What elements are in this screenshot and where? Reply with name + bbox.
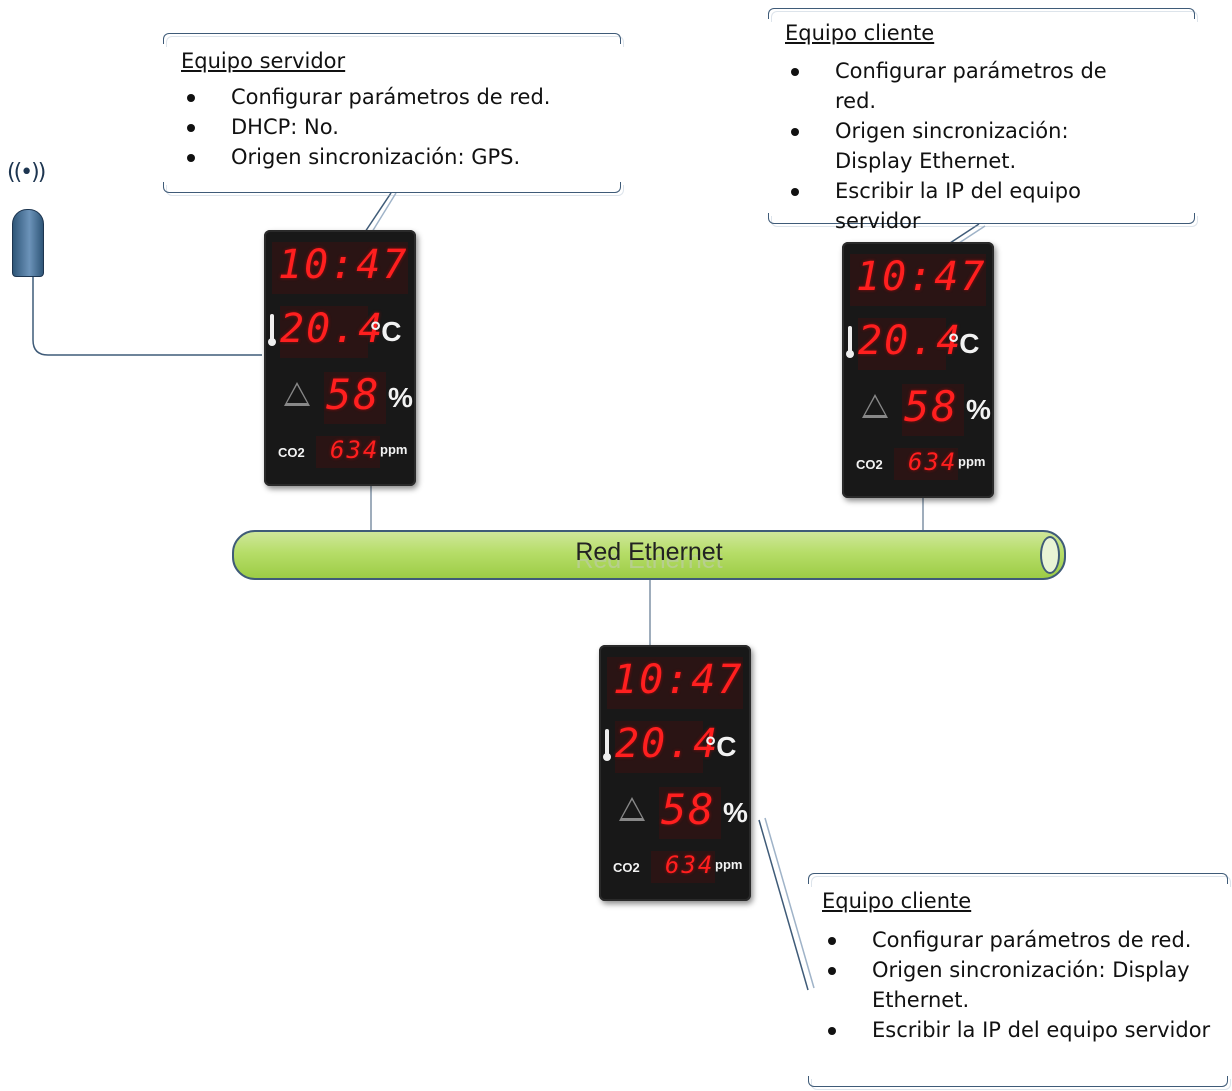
gps-antenna-icon bbox=[12, 209, 44, 277]
thermometer-icon bbox=[846, 326, 854, 358]
network-label: Red Ethernet bbox=[575, 538, 723, 566]
ethernet-network-bus: Red Ethernet Red Ethernet bbox=[232, 530, 1066, 580]
humidity-readout: 58 bbox=[904, 382, 959, 431]
temperature-unit: °C bbox=[948, 328, 980, 359]
time-readout: 10:47 bbox=[278, 242, 409, 288]
co2-unit: ppm bbox=[958, 454, 986, 469]
time-readout: 10:47 bbox=[613, 657, 744, 703]
callout-title: Equipo servidor bbox=[181, 49, 346, 73]
list-item: Configurar parámetros de red. bbox=[181, 82, 611, 112]
callout-title: Equipo cliente bbox=[785, 21, 935, 45]
list-item: Escribir la IP del equipo servidor bbox=[785, 176, 1145, 236]
humidity-unit: % bbox=[723, 797, 748, 828]
list-item: Origen sincronización: GPS. bbox=[181, 142, 611, 172]
temperature-unit: °C bbox=[370, 316, 402, 347]
display-device-client-top: 10:47 20.4 °C 58 % CO2 634 ppm bbox=[842, 242, 994, 498]
co2-label: CO2 bbox=[856, 457, 883, 472]
co2-readout: 634 bbox=[330, 436, 380, 464]
callout-server: Equipo servidor Configurar parámetros de… bbox=[163, 33, 624, 196]
callout-client-top: Equipo cliente Configurar parámetros de … bbox=[768, 8, 1198, 233]
temperature-readout: 20.4 bbox=[280, 306, 385, 352]
co2-readout: 634 bbox=[908, 448, 958, 476]
co2-readout: 634 bbox=[665, 851, 715, 879]
signal-waves-icon: ((•)) bbox=[7, 160, 46, 185]
callout-client-bottom: Equipo cliente Configurar parámetros de … bbox=[808, 873, 1231, 1090]
display-device-client-bottom: 10:47 20.4 °C 58 % CO2 634 ppm bbox=[599, 645, 751, 901]
temperature-unit: °C bbox=[705, 731, 737, 762]
humidity-icon bbox=[862, 394, 888, 418]
co2-label: CO2 bbox=[278, 445, 305, 460]
network-label-shadow: Red Ethernet bbox=[575, 546, 723, 574]
list-item: Origen sincronización: Display Ethernet. bbox=[785, 116, 1145, 176]
list-item: Configurar parámetros de red. bbox=[785, 56, 1145, 116]
callout-list: Configurar parámetros de red. DHCP: No. … bbox=[181, 82, 611, 172]
temperature-readout: 20.4 bbox=[615, 721, 720, 767]
humidity-unit: % bbox=[388, 382, 413, 413]
humidity-readout: 58 bbox=[326, 370, 381, 419]
callout-title: Equipo cliente bbox=[822, 889, 972, 913]
co2-unit: ppm bbox=[380, 442, 408, 457]
humidity-icon bbox=[284, 382, 310, 406]
thermometer-icon bbox=[603, 729, 611, 761]
humidity-unit: % bbox=[966, 394, 991, 425]
time-readout: 10:47 bbox=[856, 254, 987, 300]
display-device-server: 10:47 20.4 °C 58 % CO2 634 ppm bbox=[264, 230, 416, 486]
co2-unit: ppm bbox=[715, 857, 743, 872]
thermometer-icon bbox=[268, 314, 276, 346]
list-item: Escribir la IP del equipo servidor bbox=[822, 1015, 1222, 1045]
temperature-readout: 20.4 bbox=[858, 318, 963, 364]
list-item: DHCP: No. bbox=[181, 112, 611, 142]
list-item: Origen sincronización: Display Ethernet. bbox=[822, 955, 1222, 1015]
co2-label: CO2 bbox=[613, 860, 640, 875]
humidity-icon bbox=[619, 797, 645, 821]
callout-list: Configurar parámetros de red. Origen sin… bbox=[785, 56, 1145, 236]
callout-list: Configurar parámetros de red. Origen sin… bbox=[822, 925, 1222, 1045]
humidity-readout: 58 bbox=[661, 785, 716, 834]
tube-end-cap bbox=[1040, 536, 1060, 574]
list-item: Configurar parámetros de red. bbox=[822, 925, 1222, 955]
